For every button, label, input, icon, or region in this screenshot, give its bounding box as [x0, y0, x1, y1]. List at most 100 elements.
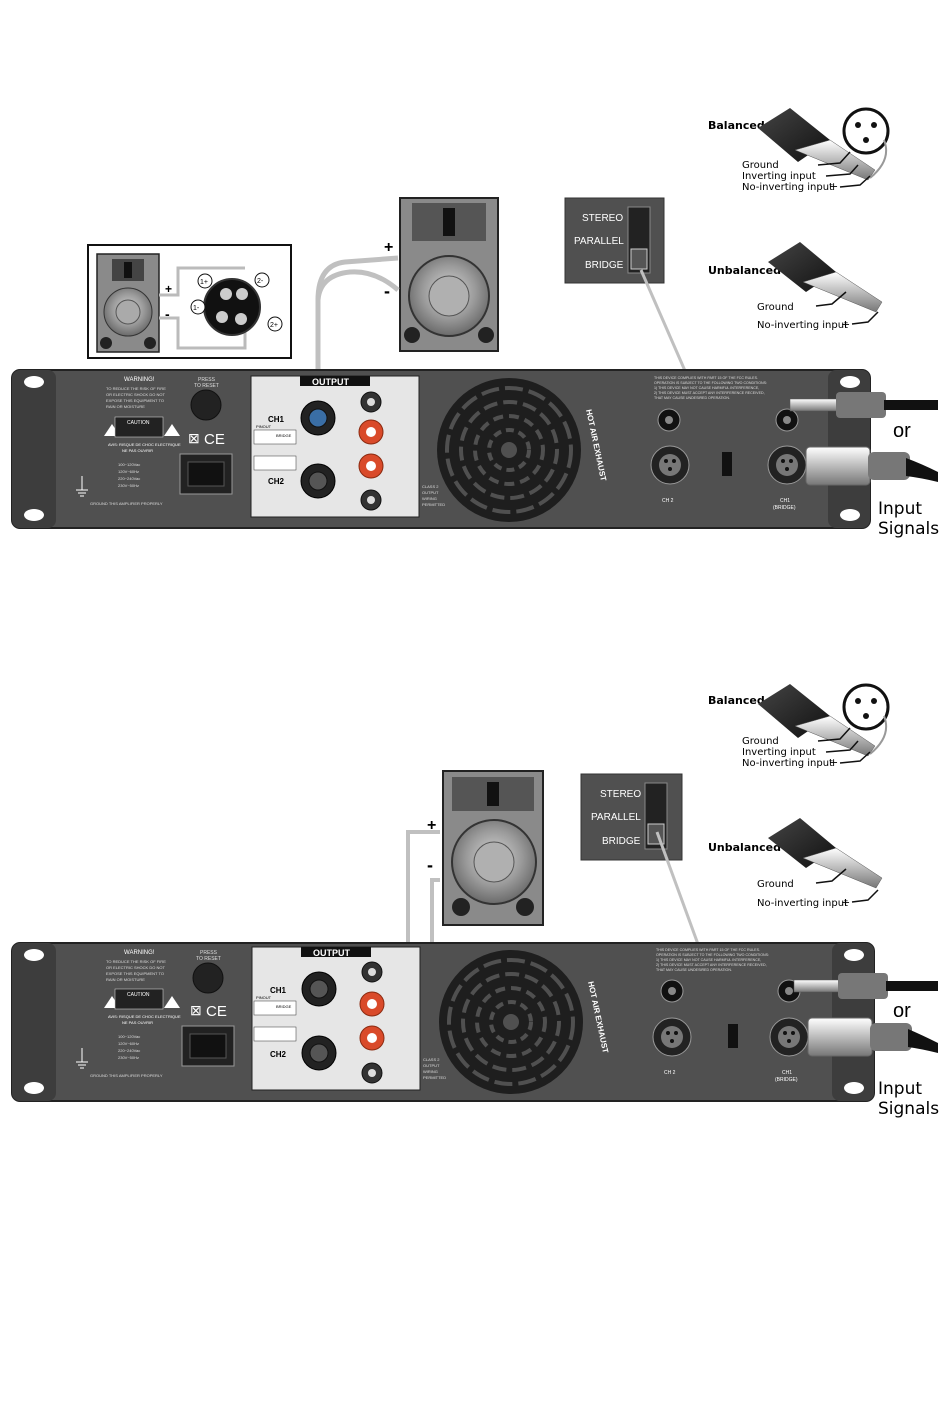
unbalanced2-plus: + [841, 896, 850, 909]
unbalanced-plug-illustration: Unbalanced Ground No-inverting input + [708, 242, 883, 331]
voltage2-1: 100~120Vac [118, 1034, 140, 1039]
switch2-stereo-label: STEREO [600, 789, 641, 800]
speaker2-minus-label: - [427, 855, 433, 875]
unbalanced-plus: + [841, 318, 850, 331]
voltage2-4: 230V~50Hz [118, 1055, 139, 1060]
reset-button[interactable] [192, 962, 224, 994]
output-section [251, 946, 421, 1091]
fcc2-4: 2) THIS DEVICE MUST ACCEPT ANY INTERFERE… [656, 963, 767, 967]
mode-switch[interactable] [722, 452, 732, 476]
ch1-output-label: CH1 [268, 415, 285, 424]
jack-plug-icon [793, 973, 938, 999]
class2b-1: CLASS 2 [423, 1057, 440, 1062]
fcc-2: OPERATION IS SUBJECT TO THE FOLLOWING TW… [654, 381, 767, 385]
balanced-title: Balanced [708, 119, 765, 132]
mode-switch[interactable] [728, 1024, 738, 1048]
diagram-binding-post-mode: + - STEREO PARALLEL BRIDGE Balanced Grou… [11, 683, 939, 1119]
ground-icon [76, 476, 88, 497]
mode-switch-panel: STEREO PARALLEL BRIDGE [564, 197, 665, 284]
warning-line-3: EXPOSE THIS EQUIPMENT TO [106, 398, 164, 403]
class2-4: PERMITTED [422, 502, 445, 507]
caution2-fr-1: AVIS: RISQUE DE CHOC ELECTRIQUE [108, 1014, 181, 1019]
pinout2-bridge-label: BRIDGE [276, 1004, 292, 1009]
or2-label: or [893, 1000, 911, 1022]
class2-3: WIRING [422, 496, 437, 501]
warning-line-4: RAIN OR MOISTURE [106, 404, 145, 409]
fcc2-1: THIS DEVICE COMPLIES WITH PART 15 OF THE… [656, 948, 760, 952]
warning2-title: WARNING! [124, 950, 155, 956]
unbalanced2-ground: Ground [757, 879, 794, 890]
ch1-bridge-label: (BRIDGE) [773, 505, 796, 511]
fcc-1: THIS DEVICE COMPLIES WITH PART 15 OF THE… [654, 376, 758, 380]
speaker-plus-label: + [384, 239, 393, 256]
inset-minus-label: - [165, 306, 170, 322]
switch-parallel-label: PARALLEL [574, 236, 624, 247]
xlr-connector-icon [842, 683, 890, 731]
output-section [250, 375, 420, 518]
pinout-bridge-label: BRIDGE [276, 433, 292, 438]
unbalanced2-title: Unbalanced [708, 841, 781, 854]
balanced-ground: Ground [742, 160, 779, 171]
pin-2minus: 2- [257, 278, 264, 285]
balanced-inverting: Inverting input [742, 171, 816, 182]
ch2-speakon-jack[interactable] [309, 1043, 329, 1063]
fcc-5: THAT MAY CAUSE UNDESIRED OPERATION. [654, 396, 730, 400]
balanced2-ground: Ground [742, 736, 779, 747]
warning-title: WARNING! [124, 377, 155, 383]
reset-button[interactable] [190, 389, 222, 421]
ch1-speakon-jack[interactable] [309, 979, 329, 999]
inset-plus-label: + [165, 282, 172, 296]
diagram-bridge-mode: + - 1+ 2- 1- 2+ + - [11, 107, 939, 539]
caution-fr-1: AVIS: RISQUE DE CHOC ELECTRIQUE [108, 442, 181, 447]
unbalanced-ground: Ground [757, 302, 794, 313]
balanced2-inverting: Inverting input [742, 747, 816, 758]
balanced-noninverting: No-inverting input [742, 182, 833, 193]
cooling-fan-icon [439, 950, 583, 1094]
ch2-input-label: CH 2 [662, 498, 674, 504]
warning2-line-3: EXPOSE THIS EQUIPMENT TO [106, 971, 164, 976]
ch1-output2-label: CH1 [270, 986, 287, 995]
speaker-minus-label: - [384, 281, 390, 301]
voltage-1: 100~120Vac [118, 462, 140, 467]
fcc-3: 1) THIS DEVICE MAY NOT CAUSE HARMFUL INT… [654, 386, 759, 390]
mode-switch-panel: STEREO PARALLEL BRIDGE [580, 773, 683, 861]
speaker2-plus-label: + [427, 817, 436, 834]
xlr-connector-icon [842, 107, 890, 155]
ground-note: GROUND THIS AMPLIFIER PROPERLY [90, 501, 163, 506]
jack-plug-icon [789, 392, 938, 418]
caution2-label: CAUTION [127, 992, 150, 998]
ce-mark-icon: CE [206, 1003, 227, 1020]
switch-stereo-label: STEREO [582, 213, 623, 224]
output2-title: OUTPUT [313, 948, 351, 958]
switch-bridge-label: BRIDGE [585, 260, 624, 271]
fcc2-3: 1) THIS DEVICE MAY NOT CAUSE HARMFUL INT… [656, 958, 761, 962]
xlr-plug-icon [807, 1017, 938, 1057]
balanced-plug-illustration: Balanced Ground Inverting input No-inver… [708, 107, 890, 193]
press-reset-2: TO RESET [194, 383, 219, 389]
pin-1minus: 1- [193, 305, 200, 312]
fcc2-2: OPERATION IS SUBJECT TO THE FOLLOWING TW… [656, 953, 769, 957]
press2-reset-2: TO RESET [196, 956, 221, 962]
unbalanced-plug-illustration: Unbalanced Ground No-inverting input + [708, 818, 883, 909]
pin-2plus: 2+ [270, 322, 278, 329]
input-signals2-label-1: Input [878, 1079, 922, 1099]
speakon-wiring-inset: + - 1+ 2- 1- 2+ [87, 244, 292, 359]
class2b-3: WIRING [423, 1069, 438, 1074]
amplifier-rear-panel: WARNING! TO REDUCE THE RISK OF FIRE OR E… [11, 942, 875, 1102]
xlr-plug-icon [805, 446, 938, 486]
amplifier-rear-panel: WARNING! TO REDUCE THE RISK OF FIRE OR E… [11, 369, 871, 529]
ground-icon [76, 1048, 88, 1069]
ch1-speakon-jack[interactable] [308, 408, 328, 428]
balanced2-plus: + [829, 756, 838, 769]
ch2-input2-label: CH 2 [664, 1070, 676, 1076]
input-signals-label-2: Signals [878, 519, 939, 539]
voltage2-3: 220~240Vac [118, 1048, 140, 1053]
press2-reset-1: PRESS [200, 950, 218, 956]
ch2-speakon-jack[interactable] [308, 471, 328, 491]
speakon-connector-icon [203, 278, 261, 336]
pinout-label: PINOUT [256, 424, 272, 429]
recycle-bin-icon: ⊠ [188, 430, 200, 446]
or-label: or [893, 420, 911, 442]
class2b-4: PERMITTED [423, 1075, 446, 1080]
